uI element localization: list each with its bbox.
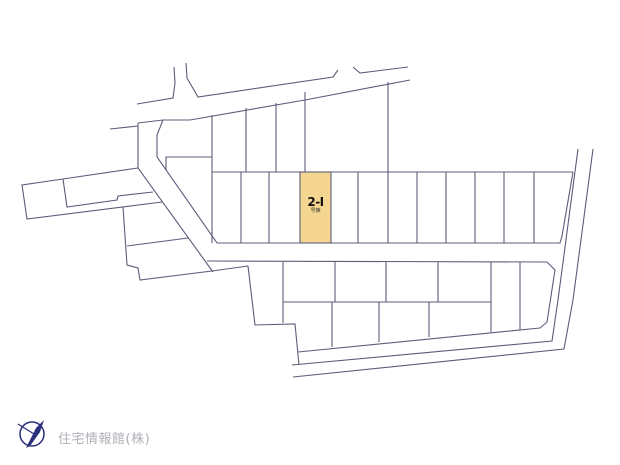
company-name: 住宅情報館(株) [58, 432, 151, 447]
road-lines [109, 62, 594, 378]
lot-number: 2-I [307, 195, 324, 209]
lot-label: 2-I 号棟 [300, 196, 331, 215]
highlighted-lot[interactable] [299, 171, 332, 244]
lot-suffix: 号棟 [310, 208, 321, 214]
crane-bird-logo-icon [17, 420, 45, 448]
lot-lines [21, 82, 573, 366]
